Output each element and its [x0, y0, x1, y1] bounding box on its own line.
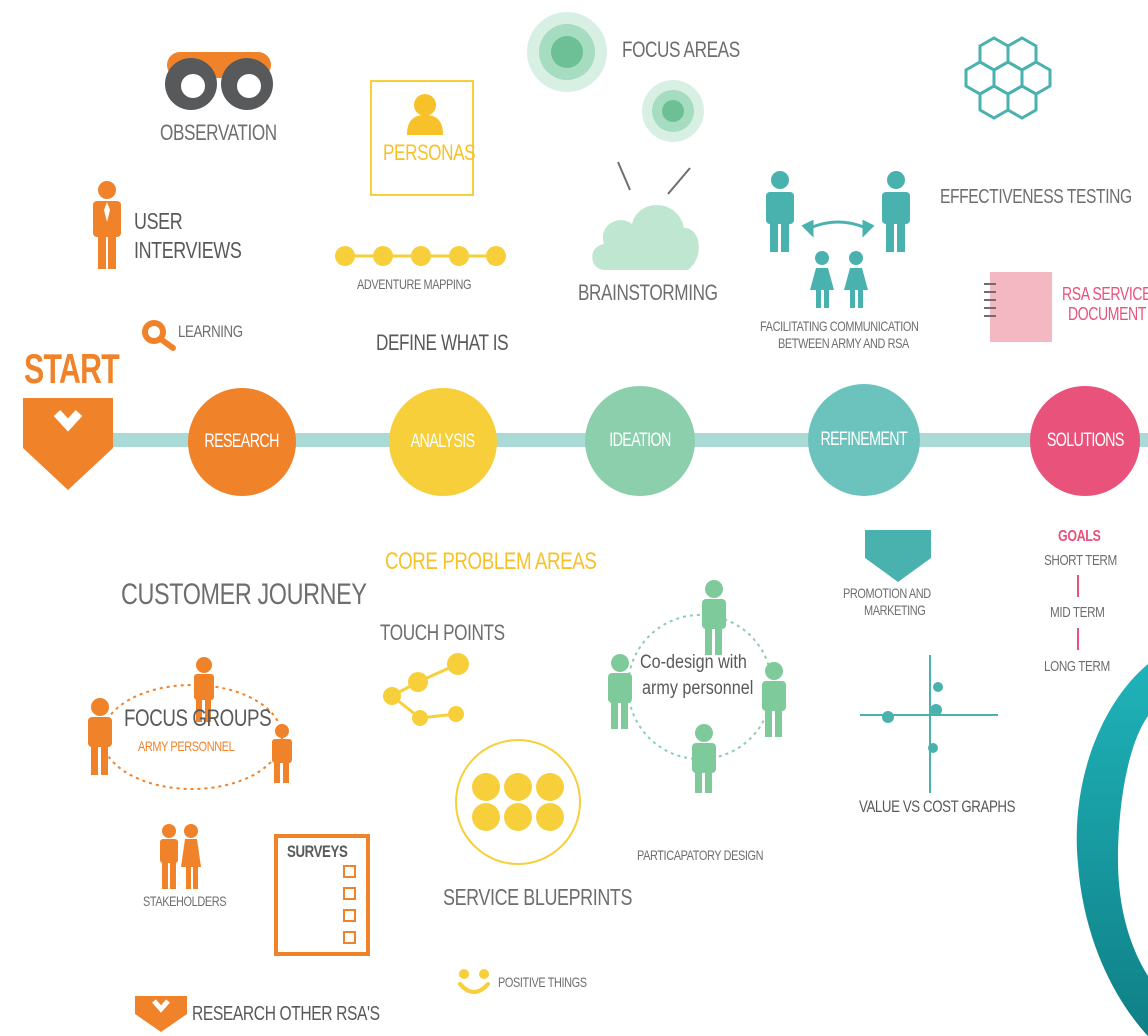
notebook-icon	[984, 272, 1052, 342]
user-interviews-label-1: USER	[134, 208, 183, 234]
goals-divider-1	[1077, 575, 1079, 597]
start-heart-icon	[23, 398, 113, 490]
stage-ideation: IDEATION	[585, 386, 695, 496]
adventure-mapping-dots-icon	[335, 246, 506, 266]
focus-groups-label: FOCUS GROUPS	[124, 705, 272, 732]
service-blueprint-icon	[455, 739, 581, 865]
smiley-icon	[458, 969, 490, 994]
personas-label: PERSONAS	[383, 140, 476, 165]
adventure-mapping-label: ADVENTURE MAPPING	[357, 276, 472, 292]
army-personnel-label: ARMY PERSONNEL	[138, 738, 235, 754]
codesign-people-icon	[608, 580, 786, 793]
hexagon-grid-icon	[964, 36, 1052, 120]
facilitating-label-1: FACILITATING COMMUNICATION	[760, 318, 919, 334]
focus-group-people-icon	[88, 657, 292, 790]
promotion-label-2: MARKETING	[864, 602, 926, 618]
surveys-label: SURVEYS	[287, 842, 348, 861]
research-heart-icon	[135, 996, 187, 1032]
brainstorming-label: BRAINSTORMING	[578, 280, 718, 305]
value-vs-cost-label: VALUE VS COST GRAPHS	[859, 797, 1016, 816]
learning-label: LEARNING	[178, 322, 243, 341]
touch-points-label: TOUCH POINTS	[380, 620, 505, 645]
short-term-label: SHORT TERM	[1044, 552, 1117, 569]
customer-journey-label: CUSTOMER JOURNEY	[121, 578, 367, 611]
focus-target-small-icon	[642, 80, 704, 142]
brainstorm-cloud-icon	[592, 161, 699, 270]
focus-areas-label: FOCUS AREAS	[622, 37, 740, 62]
effectiveness-testing-label: EFFECTIVENESS TESTING	[940, 186, 1132, 208]
person-bust-icon	[407, 94, 443, 135]
user-interviews-label-2: INTERVIEWS	[134, 237, 242, 263]
goals-divider-2	[1077, 628, 1079, 650]
focus-target-large-icon	[527, 12, 607, 92]
observation-label: OBSERVATION	[160, 120, 277, 145]
mid-term-label: MID TERM	[1050, 604, 1105, 621]
magnifier-icon	[142, 320, 176, 351]
promotion-heart-icon	[865, 530, 931, 582]
communication-people-icon	[766, 171, 910, 308]
binoculars-icon	[165, 52, 273, 110]
stage-analysis: ANALYSIS	[389, 388, 497, 496]
define-what-is-label: DEFINE WHAT IS	[376, 330, 509, 355]
rsa-doc-label-2: DOCUMENT	[1068, 304, 1146, 324]
stakeholders-label: STAKEHOLDERS	[143, 893, 227, 909]
research-other-label: RESEARCH OTHER RSA'S	[192, 1003, 380, 1025]
rsa-doc-label-1: RSA SERVICE	[1062, 284, 1148, 304]
positive-things-label: POSITIVE THINGS	[498, 974, 587, 990]
facilitating-label-2: BETWEEN ARMY AND RSA	[778, 335, 909, 351]
stakeholders-icon	[160, 824, 201, 889]
core-problem-areas-label: CORE PROBLEM AREAS	[385, 548, 597, 575]
teal-ring-decoration	[1076, 664, 1148, 1036]
stage-refinement: REFINEMENT	[808, 384, 920, 496]
codesign-label-1: Co-design with	[640, 652, 747, 673]
service-blueprints-label: SERVICE BLUEPRINTS	[443, 884, 633, 910]
start-label: START	[24, 345, 120, 392]
codesign-label-2: army personnel	[642, 678, 754, 699]
person-icon	[93, 181, 121, 269]
promotion-label-1: PROMOTION AND	[843, 585, 931, 601]
participatory-design-label: PARTICAPATORY DESIGN	[637, 847, 764, 863]
touch-points-network-icon	[383, 653, 469, 726]
stage-research: RESEARCH	[188, 388, 296, 496]
surveys-clipboard	[274, 834, 370, 956]
survey-checkboxes-icon	[343, 865, 356, 944]
long-term-label: LONG TERM	[1044, 658, 1110, 675]
stage-solutions: SOLUTIONS	[1030, 386, 1140, 496]
goals-label: GOALS	[1058, 528, 1101, 545]
value-cost-graph-icon	[860, 655, 998, 793]
personas-box	[370, 80, 474, 196]
